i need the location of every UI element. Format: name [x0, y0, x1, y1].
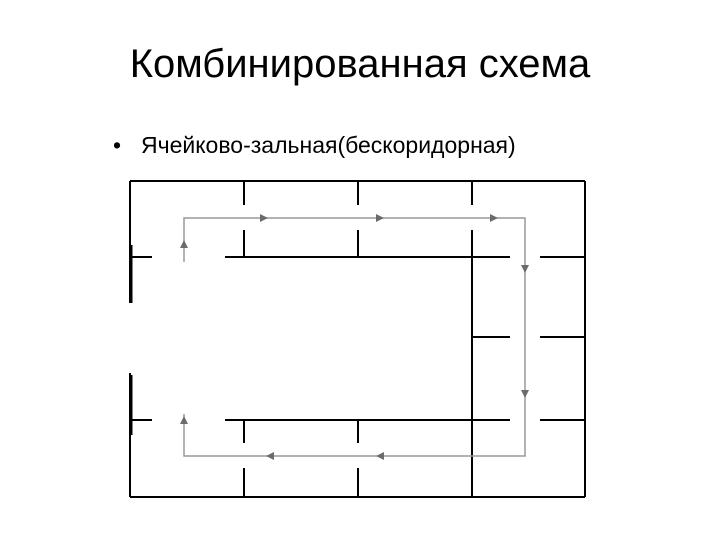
- walls: [129, 180, 586, 498]
- arrow-up-icon: [180, 416, 188, 424]
- arrow-right-icon: [376, 214, 384, 222]
- arrow-down-icon: [521, 265, 529, 273]
- arrow-right-icon: [260, 214, 268, 222]
- path-arrows: [180, 214, 529, 460]
- path-top-segment: [183, 217, 526, 457]
- arrow-left-icon: [266, 452, 274, 460]
- slide-title: Комбинированная схема: [129, 42, 591, 86]
- bullet-item: • Ячейково-зальная(бескоридорная): [113, 132, 516, 159]
- circulation-path: [183, 217, 526, 457]
- arrow-up-icon: [180, 240, 188, 248]
- arrow-right-icon: [490, 214, 498, 222]
- bullet-text: Ячейково-зальная(бескоридорная): [141, 132, 516, 158]
- arrow-left-icon: [376, 452, 384, 460]
- arrow-down-icon: [521, 390, 529, 398]
- bullet-marker: •: [113, 132, 122, 158]
